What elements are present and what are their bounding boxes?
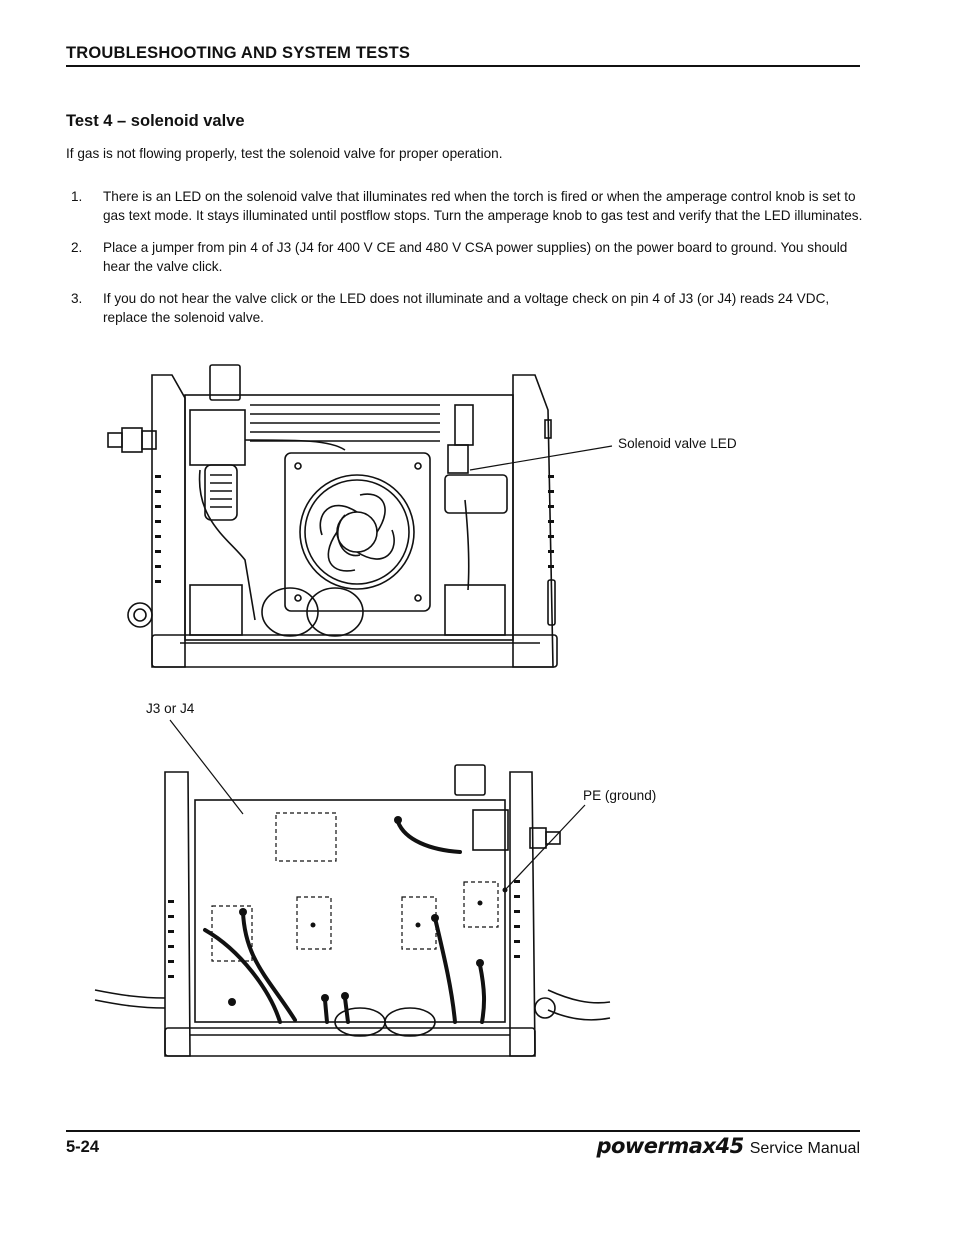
test-title: Test 4 – solenoid valve [66, 112, 245, 130]
step-item: 2. Place a jumper from pin 4 of J3 (J4 f… [66, 238, 866, 276]
step-item: 3. If you do not hear the valve click or… [66, 289, 866, 327]
header-rule [66, 65, 860, 67]
steps-list: 1. There is an LED on the solenoid valve… [66, 187, 866, 340]
callout-pe-ground: PE (ground) [583, 788, 657, 803]
section-title: TROUBLESHOOTING AND SYSTEM TESTS [66, 44, 411, 62]
step-text: There is an LED on the solenoid valve th… [103, 189, 863, 223]
footer-rule [66, 1130, 860, 1132]
page-number: 5-24 [66, 1138, 100, 1156]
step-text: Place a jumper from pin 4 of J3 (J4 for … [103, 240, 848, 274]
step-number: 3. [71, 291, 83, 306]
step-number: 2. [71, 240, 83, 255]
callout-solenoid-led: Solenoid valve LED [618, 436, 737, 451]
intro-paragraph: If gas is not flowing properly, test the… [66, 146, 503, 161]
manual-title: Service Manual [749, 1140, 860, 1157]
step-number: 1. [71, 189, 83, 204]
brand-logo: powermax45 [596, 1134, 744, 1158]
footer-brand: powermax45 Service Manual [596, 1134, 860, 1158]
callout-j3-j4: J3 or J4 [146, 701, 195, 716]
step-text: If you do not hear the valve click or th… [103, 291, 830, 325]
step-item: 1. There is an LED on the solenoid valve… [66, 187, 866, 225]
